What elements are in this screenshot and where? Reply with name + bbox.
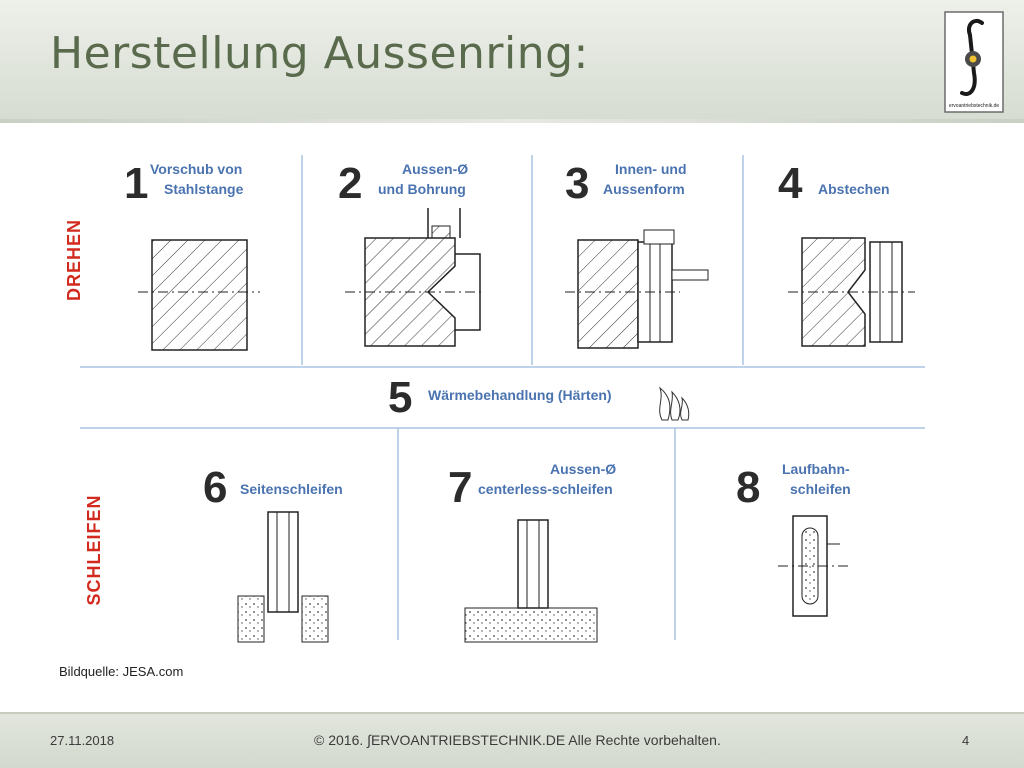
section-drehen: DREHEN xyxy=(64,219,84,301)
svg-text:7: 7 xyxy=(448,463,472,512)
svg-text:Abstechen: Abstechen xyxy=(818,181,890,197)
footer-band xyxy=(0,712,1024,768)
svg-text:Vorschub von: Vorschub von xyxy=(150,161,242,177)
flame-icon xyxy=(658,386,690,421)
step-4: 4 Abstechen xyxy=(778,159,915,347)
step-8: 8 Laufbahn- schleifen xyxy=(736,461,851,617)
page-number: 4 xyxy=(962,733,970,748)
step-2: 2 Aussen-Ø und Bohrung xyxy=(338,159,485,347)
step-7: 7 Aussen-Ø centerless-schleifen xyxy=(448,461,616,643)
svg-text:Aussenform: Aussenform xyxy=(603,181,685,197)
svg-text:Laufbahn-: Laufbahn- xyxy=(782,461,850,477)
svg-text:Innen- und: Innen- und xyxy=(615,161,687,177)
footer-divider xyxy=(0,712,1024,714)
slide-title: Herstellung Aussenring: xyxy=(50,28,589,79)
svg-text:centerless-schleifen: centerless-schleifen xyxy=(478,481,613,497)
svg-text:2: 2 xyxy=(338,159,362,208)
svg-text:6: 6 xyxy=(203,463,227,512)
logo-text: ervoantriebstechnik.de xyxy=(949,103,1000,109)
step-1: 1 Vorschub von Stahlstange xyxy=(124,159,260,351)
step-3: 3 Innen- und Aussenform xyxy=(565,159,709,349)
header-band xyxy=(0,0,1024,122)
footer-copyright: © 2016. ∫ERVOANTRIEBSTECHNIK.DE Alle Rec… xyxy=(314,732,721,748)
svg-text:schleifen: schleifen xyxy=(790,481,851,497)
svg-text:Aussen-Ø: Aussen-Ø xyxy=(550,461,616,477)
svg-text:3: 3 xyxy=(565,159,589,208)
header-divider xyxy=(0,119,1024,123)
svg-text:Aussen-Ø: Aussen-Ø xyxy=(402,161,468,177)
grid-dividers xyxy=(80,155,925,640)
svg-text:Wärmebehandlung (Härten): Wärmebehandlung (Härten) xyxy=(428,387,612,403)
svg-text:und Bohrung: und Bohrung xyxy=(378,181,466,197)
image-source: Bildquelle: JESA.com xyxy=(59,664,184,679)
svg-text:1: 1 xyxy=(124,159,148,208)
svg-text:8: 8 xyxy=(736,463,760,512)
process-diagram: DREHEN SCHLEIFEN 1 Vorschub von Stahlsta… xyxy=(64,155,925,643)
logo: ervoantriebstechnik.de xyxy=(944,11,1004,113)
section-schleifen: SCHLEIFEN xyxy=(84,494,104,605)
step-6: 6 Seitenschleifen xyxy=(203,463,343,643)
svg-text:4: 4 xyxy=(778,159,803,208)
svg-text:5: 5 xyxy=(388,373,412,422)
svg-text:Seitenschleifen: Seitenschleifen xyxy=(240,481,343,497)
step-5: 5 Wärmebehandlung (Härten) xyxy=(388,373,690,422)
svg-text:Stahlstange: Stahlstange xyxy=(164,181,244,197)
footer-date: 27.11.2018 xyxy=(50,733,115,748)
